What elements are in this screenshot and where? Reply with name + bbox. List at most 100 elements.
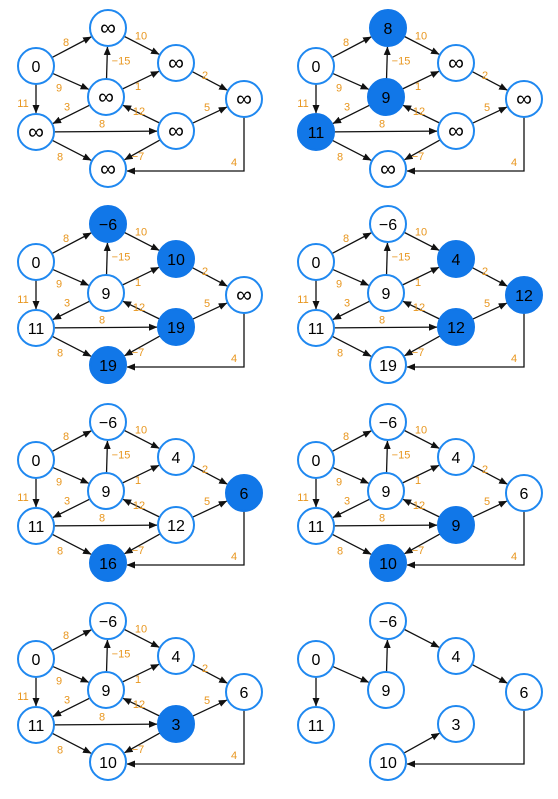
edge-e-f bbox=[124, 335, 161, 357]
node-b bbox=[157, 44, 195, 82]
node-e-highlighted bbox=[157, 308, 195, 346]
node-label-f: ∞ bbox=[380, 156, 396, 181]
node-a bbox=[89, 9, 127, 47]
node-f-highlighted bbox=[369, 544, 407, 582]
edge-s-c bbox=[332, 665, 370, 683]
node-label-b: 4 bbox=[452, 252, 461, 269]
node-label-e: ∞ bbox=[448, 118, 464, 143]
node-label-e: 3 bbox=[172, 717, 181, 734]
edge-weight-c-d: 3 bbox=[344, 102, 350, 114]
edge-weight-e-c: 12 bbox=[133, 302, 145, 314]
edge-weight-e-c: 12 bbox=[133, 500, 145, 512]
edge-weight-c-d: 3 bbox=[64, 102, 70, 114]
edge-d-e bbox=[333, 521, 438, 529]
node-label-d: 11 bbox=[28, 519, 45, 536]
node-label-f: 10 bbox=[379, 556, 397, 573]
node-s bbox=[297, 47, 335, 85]
node-c bbox=[367, 274, 405, 312]
edge-weight-s-d: 11 bbox=[297, 294, 308, 306]
edge-weight-b-t: 2 bbox=[202, 464, 208, 476]
node-label-d: 11 bbox=[308, 125, 325, 142]
edge-weight-e-c: 12 bbox=[413, 302, 425, 314]
edge-weight-t-f: 4 bbox=[231, 353, 237, 365]
node-label-c: 9 bbox=[382, 286, 391, 303]
edge-e-f bbox=[404, 139, 441, 161]
node-label-f: ∞ bbox=[100, 156, 116, 181]
node-a bbox=[89, 403, 127, 441]
node-label-e: 12 bbox=[167, 518, 185, 535]
edge-weight-s-c: 9 bbox=[336, 83, 342, 95]
edge-c-b bbox=[121, 70, 160, 90]
node-label-a: −6 bbox=[99, 415, 117, 432]
edge-weight-e-t: 5 bbox=[204, 298, 210, 310]
node-label-d: 11 bbox=[308, 718, 325, 735]
node-s bbox=[17, 640, 55, 678]
edge-weight-c-d: 3 bbox=[344, 298, 350, 310]
edge-c-d bbox=[332, 498, 371, 519]
edge-c-d bbox=[332, 104, 371, 125]
edge-a-b bbox=[403, 35, 440, 55]
node-f-highlighted bbox=[89, 346, 127, 384]
node-c bbox=[367, 671, 405, 709]
node-e bbox=[437, 112, 475, 150]
node-t-highlighted bbox=[225, 474, 263, 512]
node-f bbox=[369, 346, 407, 384]
edge-weight-s-a: 8 bbox=[63, 431, 69, 443]
edge-d-e bbox=[53, 720, 158, 728]
edge-weight-c-b: 1 bbox=[415, 81, 421, 93]
edge-weight-e-f: −7 bbox=[412, 347, 425, 359]
node-label-e: 12 bbox=[447, 320, 465, 337]
edge-weight-d-e: 8 bbox=[379, 315, 385, 327]
edge-weight-c-a: −15 bbox=[112, 649, 131, 661]
node-label-c: 9 bbox=[382, 90, 391, 107]
node-s bbox=[17, 47, 55, 85]
edge-b-t bbox=[471, 464, 508, 485]
node-b bbox=[157, 438, 195, 476]
edge-weight-e-c: 12 bbox=[413, 500, 425, 512]
node-t bbox=[225, 276, 263, 314]
edge-weight-s-a: 8 bbox=[63, 37, 69, 49]
edge-c-d bbox=[52, 498, 91, 519]
node-label-f: 10 bbox=[99, 755, 117, 772]
node-label-c: 9 bbox=[102, 484, 111, 501]
edge-weight-e-f: −7 bbox=[412, 545, 425, 557]
node-label-s: 0 bbox=[32, 652, 41, 669]
edge-weight-s-c: 9 bbox=[56, 477, 62, 489]
edge-d-f bbox=[51, 335, 92, 357]
edge-e-f bbox=[124, 533, 161, 555]
edge-b-t bbox=[191, 266, 228, 287]
edge-c-d bbox=[52, 104, 91, 125]
edge-s-a bbox=[331, 430, 372, 453]
node-label-c: 9 bbox=[382, 484, 391, 501]
node-b bbox=[437, 637, 475, 675]
edge-weight-s-a: 8 bbox=[63, 630, 69, 642]
edge-weight-c-d: 3 bbox=[64, 298, 70, 310]
edge-s-a bbox=[51, 629, 92, 652]
edge-s-c bbox=[332, 466, 370, 484]
node-c bbox=[367, 472, 405, 510]
edge-b-t bbox=[191, 464, 228, 485]
edge-s-c bbox=[52, 72, 90, 90]
edge-weight-c-d: 3 bbox=[344, 496, 350, 508]
edge-weight-t-f: 4 bbox=[231, 157, 237, 169]
edge-e-c bbox=[122, 104, 161, 124]
node-label-t: ∞ bbox=[236, 86, 252, 111]
edge-b-t bbox=[191, 70, 228, 91]
edge-weight-b-t: 2 bbox=[482, 70, 488, 82]
edge-s-a bbox=[51, 232, 92, 255]
edge-c-b bbox=[121, 464, 160, 484]
node-label-t: ∞ bbox=[236, 282, 252, 307]
node-label-e: ∞ bbox=[168, 118, 184, 143]
edge-weight-s-d: 11 bbox=[297, 98, 308, 110]
edge-s-a bbox=[331, 232, 372, 255]
edge-weight-s-c: 9 bbox=[56, 676, 62, 688]
edge-weight-b-t: 2 bbox=[202, 663, 208, 675]
node-d bbox=[17, 113, 55, 151]
edge-weight-d-e: 8 bbox=[99, 513, 105, 525]
edge-a-b bbox=[403, 231, 440, 251]
node-label-d: 11 bbox=[308, 519, 325, 536]
edge-weight-e-t: 5 bbox=[484, 496, 490, 508]
